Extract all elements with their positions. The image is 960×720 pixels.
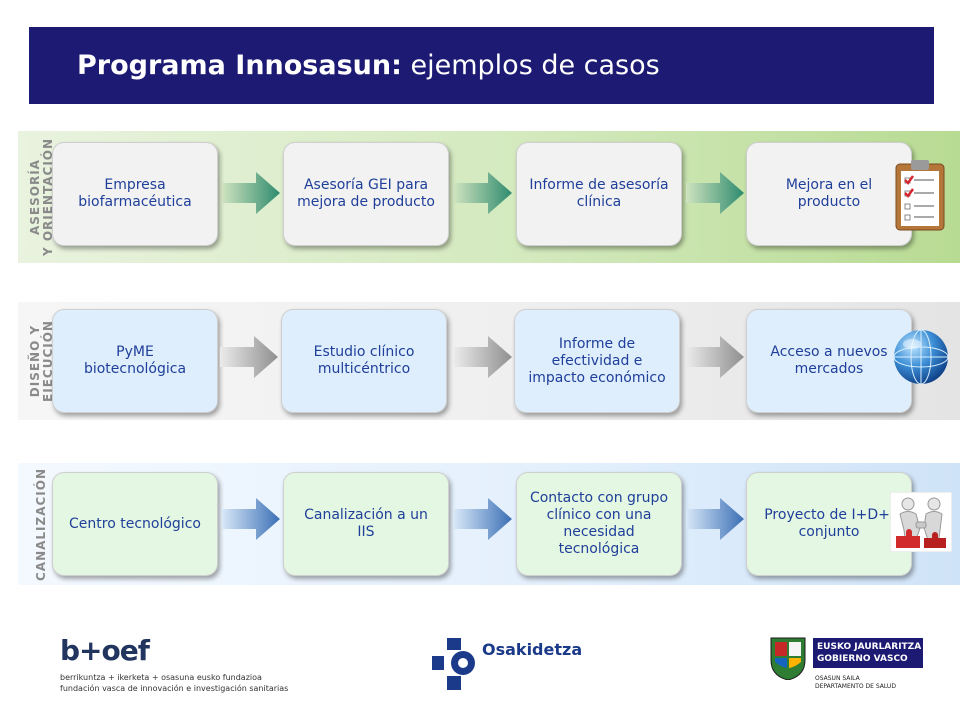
gobierno-banner: EUSKO JAURLARITZA GOBIERNO VASCO: [813, 638, 923, 668]
arrow-right-icon: [454, 498, 512, 540]
flow-box: Proyecto de I+D+i conjunto: [746, 472, 912, 576]
osakidetza-wordmark: Osakidetza: [482, 640, 583, 659]
gobierno-line: GOBIERNO VASCO: [817, 654, 908, 664]
flow-box: Informe de asesoría clínica: [516, 142, 682, 246]
bioef-wordmark: b+oef: [60, 634, 150, 667]
title-rest: ejemplos de casos: [401, 50, 660, 81]
arrow-right-icon: [454, 172, 512, 214]
flow-box: Informe de efectividad e impacto económi…: [514, 309, 680, 413]
bioef-tagline: berrikuntza + ikerketa + osasuna eusko f…: [60, 673, 262, 682]
flow-box: PyME biotecnológica: [52, 309, 218, 413]
flow-box: Centro tecnológico: [52, 472, 218, 576]
bioef-tagline: fundación vasca de innovación e investig…: [60, 684, 289, 693]
title-banner: Programa Innosasun: ejemplos de casos: [29, 27, 934, 104]
osakidetza-emblem-icon: [432, 638, 475, 690]
title-bold: Programa Innosasun:: [77, 50, 402, 81]
arrow-right-icon: [686, 172, 744, 214]
gobierno-line: EUSKO JAURLARITZA: [817, 642, 922, 652]
arrow-right-icon: [454, 336, 512, 378]
flow-box: Asesoría GEI para mejora de producto: [283, 142, 449, 246]
flow-box: Contacto con grupo clínico con una neces…: [516, 472, 682, 576]
bioef-logo: b+oef berrikuntza + ikerketa + osasuna e…: [60, 636, 288, 694]
flow-box: Empresa biofarmacéutica: [52, 142, 218, 246]
arrow-right-icon: [222, 498, 280, 540]
arrow-right-icon: [222, 172, 280, 214]
arrow-right-icon: [686, 498, 744, 540]
flow-box: Acceso a nuevos mercados: [746, 309, 912, 413]
row-label-line: CANALIZACIÓN: [34, 467, 49, 581]
coat-of-arms-icon: [770, 637, 806, 680]
arrow-right-icon: [686, 336, 744, 378]
clipboard-checklist-icon: [895, 160, 945, 231]
gobierno-line: DEPARTAMENTO DE SALUD: [815, 683, 896, 690]
flow-box: Mejora en el producto: [746, 142, 912, 246]
page-title: Programa Innosasun: ejemplos de casos: [77, 50, 660, 81]
handshake-puzzle-icon: [890, 492, 952, 552]
flow-box: Canalización a un IIS: [283, 472, 449, 576]
gobierno-line: OSASUN SAILA: [815, 675, 860, 682]
gobierno-department: OSASUN SAILA DEPARTAMENTO DE SALUD: [815, 675, 896, 691]
globe-icon: [893, 329, 949, 385]
arrow-right-icon: [220, 336, 278, 378]
flow-box: Estudio clínico multicéntrico: [281, 309, 447, 413]
